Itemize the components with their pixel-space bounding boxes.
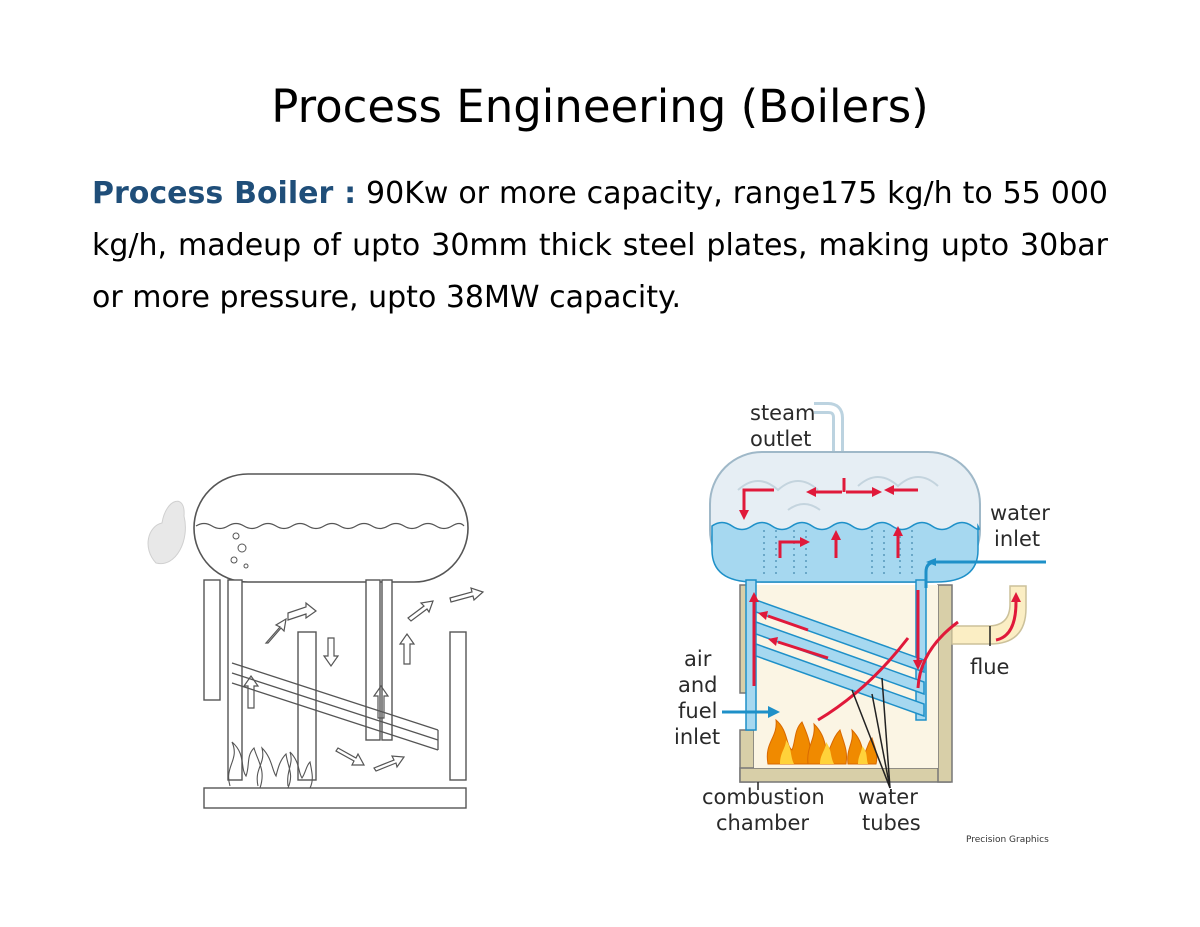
label-air-fuel-1: air bbox=[684, 647, 712, 671]
label-air-fuel-3: fuel bbox=[678, 699, 717, 723]
description-text: 90Kw or more capacity, range175 kg/h to … bbox=[92, 176, 1108, 315]
drum bbox=[193, 473, 469, 583]
label-air-fuel-2: and bbox=[678, 673, 718, 697]
drum-water bbox=[711, 521, 980, 583]
leader-lines bbox=[757, 626, 991, 790]
bubble-lines bbox=[763, 530, 913, 575]
flame-cores bbox=[780, 740, 868, 764]
steam-clouds bbox=[737, 476, 939, 511]
term-label: Process Boiler : bbox=[92, 176, 357, 211]
flow-arrowheads bbox=[739, 485, 1021, 670]
base-plate bbox=[203, 787, 467, 809]
image-credit: Precision Graphics bbox=[966, 835, 1049, 845]
label-combustion-1: combustion bbox=[702, 785, 825, 809]
label-water-tubes-1: water bbox=[858, 785, 918, 809]
smoke-puff bbox=[147, 500, 186, 564]
bubbles bbox=[230, 532, 249, 569]
label-water-inlet-2: inlet bbox=[994, 527, 1040, 551]
flow-arrows bbox=[242, 587, 485, 772]
water-tube-boiler-diagram: steam outlet water inlet flue air and fu… bbox=[674, 401, 1050, 845]
flue-duct bbox=[951, 585, 1027, 645]
water-tubes bbox=[755, 598, 925, 718]
label-combustion-2: chamber bbox=[716, 811, 809, 835]
drum-water-line bbox=[195, 522, 465, 530]
description-paragraph: Process Boiler : 90Kw or more capacity, … bbox=[92, 168, 1108, 324]
label-steam-outlet-1: steam bbox=[750, 401, 815, 425]
boiler-sketch bbox=[147, 473, 485, 809]
label-water-tubes-2: tubes bbox=[862, 811, 921, 835]
tube-bank bbox=[231, 662, 439, 751]
label-water-inlet-1: water bbox=[990, 501, 1050, 525]
label-air-fuel-4: inlet bbox=[674, 725, 720, 749]
downcomers bbox=[745, 579, 927, 731]
label-flue: flue bbox=[970, 655, 1009, 679]
burner-flames bbox=[766, 718, 878, 765]
columns bbox=[203, 579, 467, 781]
slide-title: Process Engineering (Boilers) bbox=[271, 80, 929, 133]
label-steam-outlet-2: outlet bbox=[750, 427, 811, 451]
flow-arrows bbox=[742, 478, 1018, 722]
flames bbox=[228, 741, 313, 789]
